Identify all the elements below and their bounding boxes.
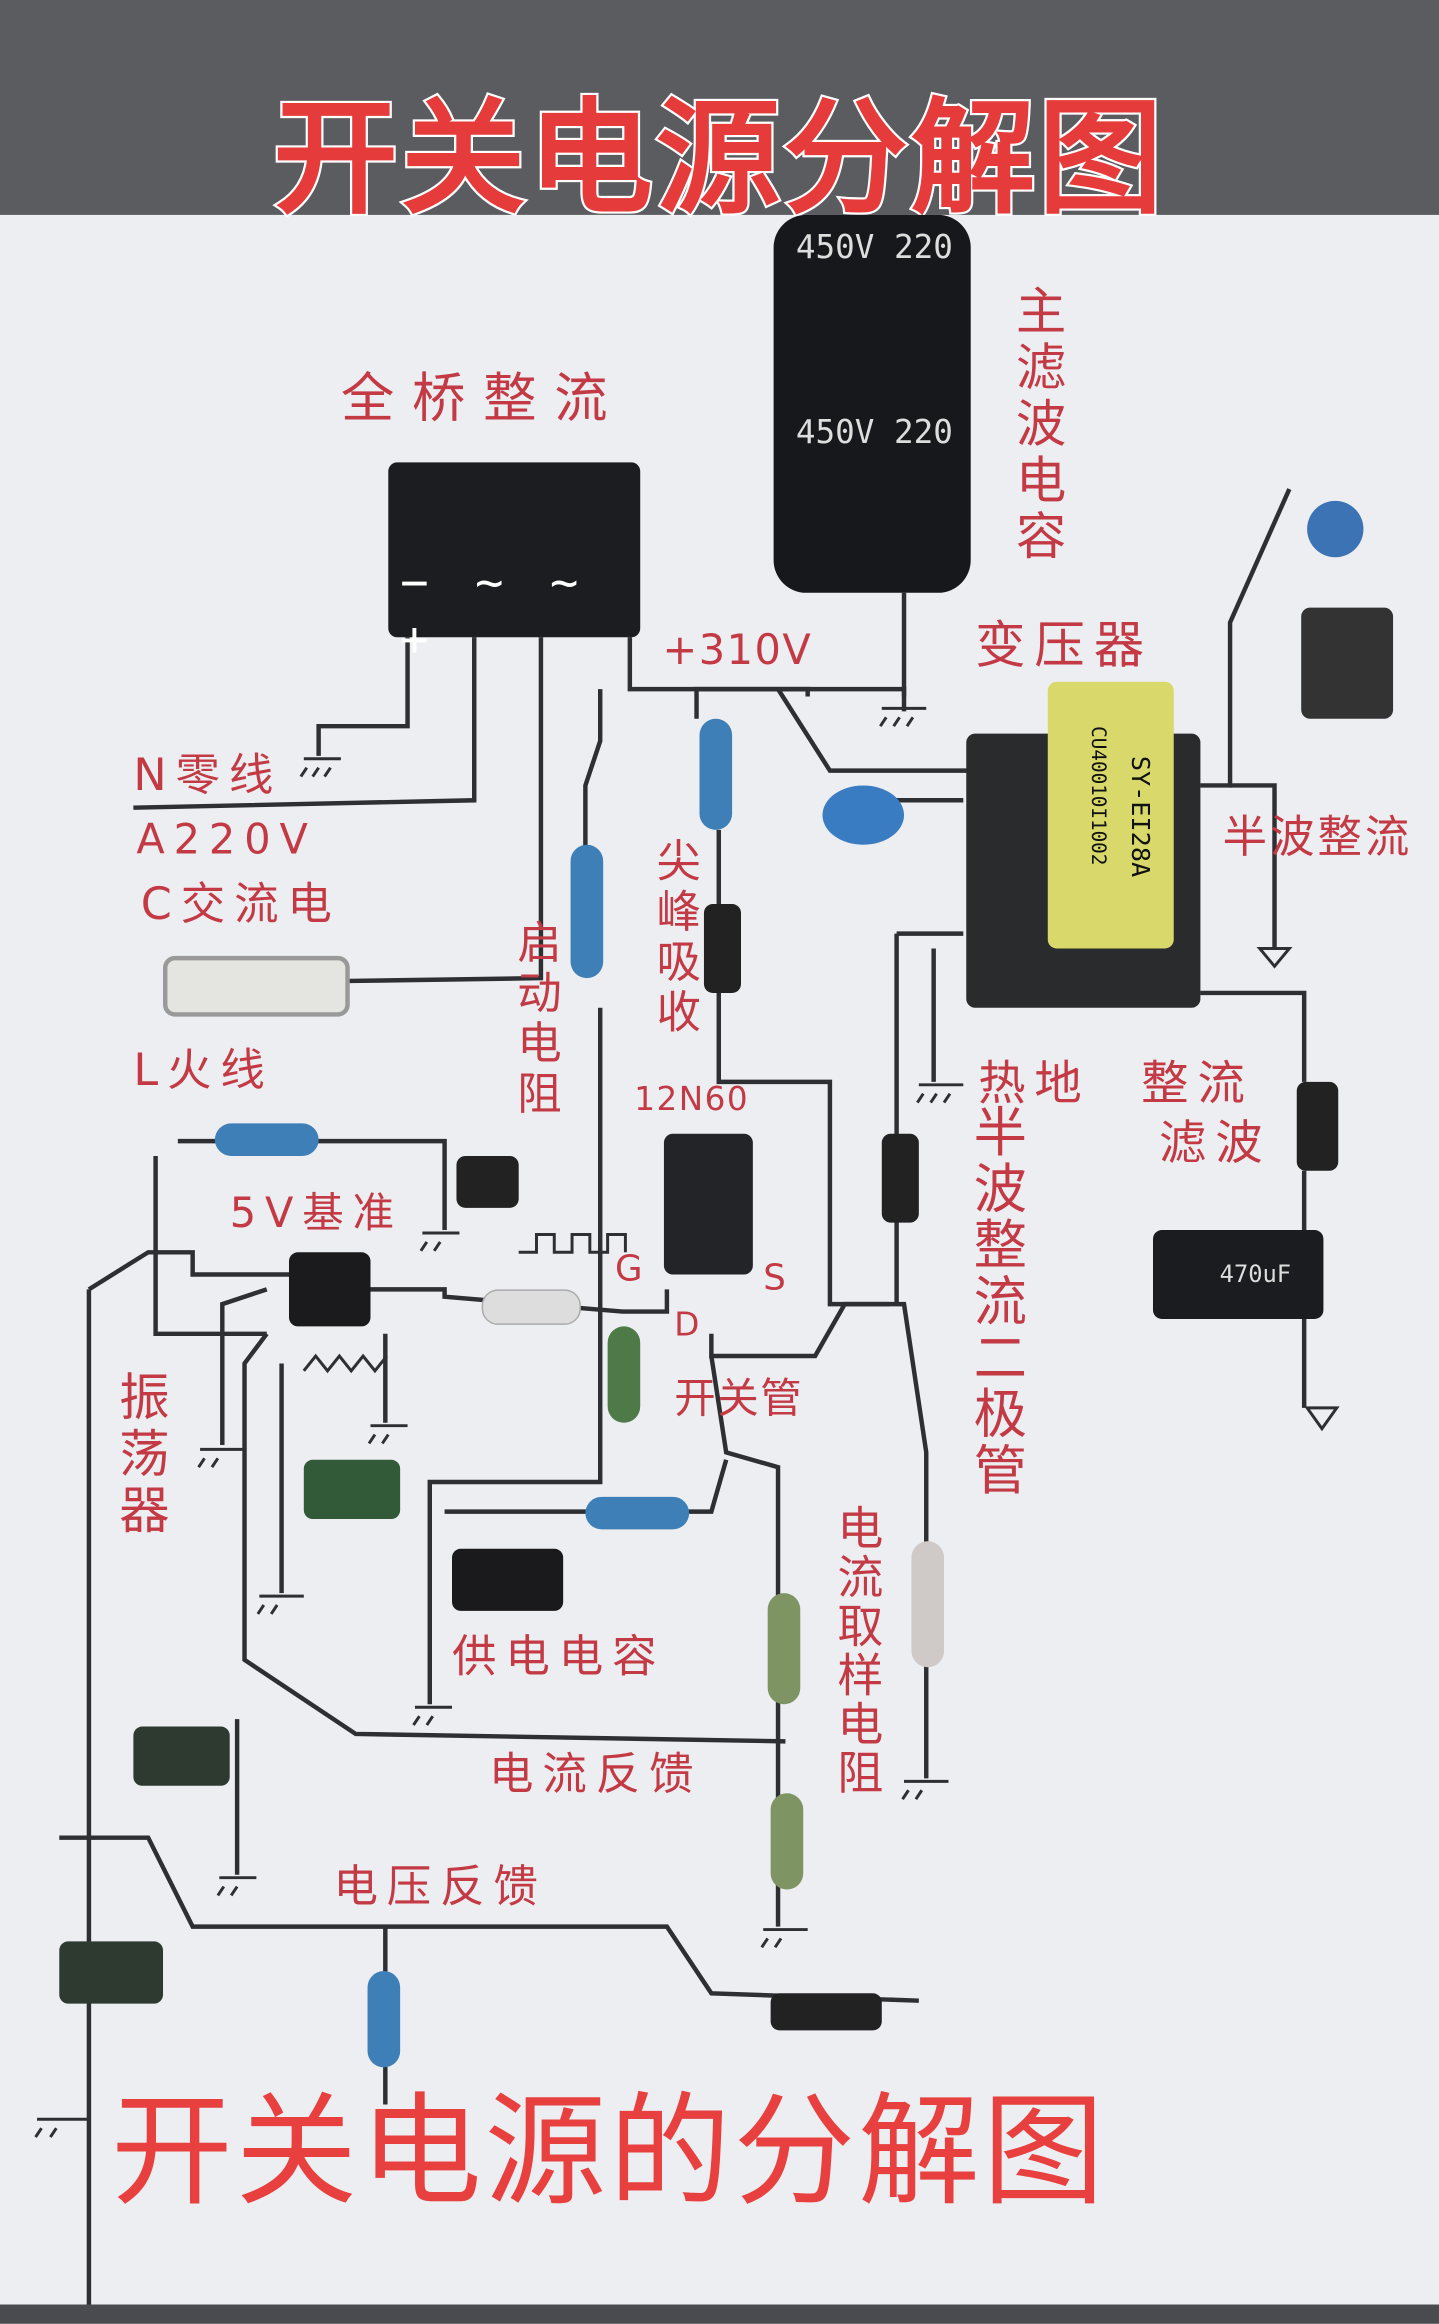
bottom-title: 开关电源的分解图	[111, 2082, 1108, 2223]
label-oscillator: 振荡器	[109, 1370, 169, 1540]
output-cap-marking: 470uF	[1219, 1259, 1292, 1288]
label-hot-ground: 热地	[978, 1055, 1091, 1112]
main-filter-capacitor: 450V 220 450V 220	[773, 214, 971, 593]
label-5v-ref: 5V基准	[229, 1188, 404, 1238]
bottom-band	[0, 2304, 1439, 2324]
label-drain: D	[674, 1307, 709, 1345]
transformer: SY-EI28A CU40010I1002	[966, 681, 1201, 1008]
snubber-capacitor	[822, 785, 905, 845]
osc-capacitor	[303, 1459, 401, 1520]
label-live: L火线	[133, 1044, 274, 1097]
pwm-ic	[288, 1252, 371, 1327]
regulator-transistor	[1301, 607, 1394, 719]
snubber-resistor	[699, 718, 733, 830]
ceramic-cap-top-right	[1307, 500, 1364, 558]
output-diode	[1296, 1081, 1339, 1171]
transformer-model: SY-EI28A	[1124, 755, 1155, 878]
label-voltage-feedback: 电压反馈	[333, 1861, 547, 1914]
label-310v: +310V	[662, 625, 813, 675]
label-switch-tube: 开关管	[674, 1373, 804, 1423]
transformer-code: CU40010I1002	[1086, 726, 1109, 866]
label-main-cap: 主滤波电容	[1006, 284, 1066, 567]
label-half-wave: 半波整流	[1222, 812, 1413, 865]
voltage-fb-diode	[770, 1993, 882, 2031]
gate-resistor	[481, 1289, 581, 1325]
label-ac2: C交流电	[140, 878, 341, 931]
transformer-core: SY-EI28A CU40010I1002	[1047, 681, 1174, 949]
voltage-fb-resistor	[367, 1971, 401, 2068]
bridge-pin-marks: − ~ ~ +	[400, 554, 588, 667]
label-rect-filter-1: 整流	[1141, 1055, 1254, 1112]
label-mosfet-model: 12N60	[634, 1081, 750, 1119]
label-startup-resistor: 启动电阻	[508, 918, 561, 1121]
half-wave-diode	[881, 1133, 919, 1223]
sense-resistor-2	[770, 1793, 804, 1890]
sense-resistor-1	[767, 1593, 801, 1705]
startup-resistor	[570, 844, 604, 979]
ref-resistor	[214, 1123, 319, 1156]
cap-marking-top: 450V 220	[795, 229, 953, 267]
supply-capacitor	[452, 1548, 564, 1611]
label-half-wave-diode: 半波整流二极管	[964, 1104, 1026, 1499]
mosfet-12n60	[663, 1133, 753, 1275]
white-resistor	[911, 1541, 945, 1668]
label-sense-resistor: 电流取样电阻	[828, 1504, 882, 1798]
label-transformer: 变压器	[975, 616, 1153, 676]
ref-capacitor	[456, 1155, 519, 1208]
label-supply-cap: 供电电容	[452, 1631, 666, 1684]
fb-capacitor-1	[133, 1726, 230, 1786]
label-source: S	[763, 1256, 795, 1299]
label-bridge-rectifier: 全桥整流	[340, 369, 626, 430]
label-ac1: A220V	[136, 815, 317, 865]
label-gate: G	[615, 1247, 652, 1290]
title-band	[0, 0, 1439, 215]
green-resistor-drain	[607, 1326, 641, 1423]
fuse	[163, 955, 350, 1017]
fb-capacitor-2	[59, 1941, 164, 2004]
output-capacitor: 470uF	[1152, 1230, 1324, 1319]
label-current-feedback: 电流反馈	[489, 1748, 703, 1801]
label-rect-filter-2: 滤波	[1158, 1114, 1272, 1171]
cap-marking-bottom: 450V 220	[795, 414, 953, 453]
feedback-resistor	[585, 1496, 690, 1530]
bridge-rectifier: − ~ ~ +	[388, 462, 641, 667]
label-snubber: 尖峰吸收	[647, 837, 700, 1039]
snubber-diode	[703, 904, 741, 993]
page-title: 开关电源分解图	[271, 82, 1166, 233]
label-neutral: N零线	[133, 749, 283, 802]
